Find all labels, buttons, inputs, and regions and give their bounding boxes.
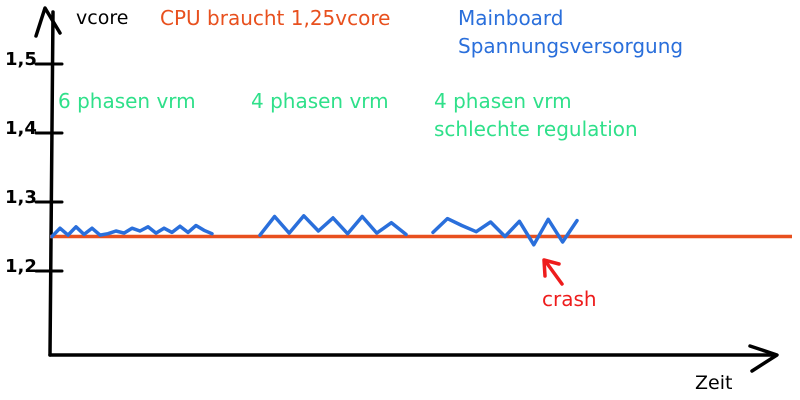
crash-arrow-shaft <box>544 260 564 286</box>
voltage-series-2 <box>258 214 408 237</box>
segment-label-6-phasen: 6 phasen vrm <box>58 89 196 113</box>
mainboard-label-line2: Spannungsversorgung <box>458 34 684 58</box>
voltage-series-1 <box>50 223 214 239</box>
crash-arrow-head <box>542 258 561 278</box>
y-tick-label: 1,4 <box>5 118 37 139</box>
segment-label-4-phasen-bad: 4 phasen vrm <box>434 89 572 113</box>
mainboard-label-line1: Mainboard <box>458 6 564 30</box>
crash-label: crash <box>542 287 597 311</box>
segment-label-4-phasen: 4 phasen vrm <box>251 89 389 113</box>
reference-label: CPU braucht 1,25vcore <box>160 6 391 30</box>
segment-label-schlechte-regulation: schlechte regulation <box>434 117 638 141</box>
y-axis-line <box>48 10 55 357</box>
y-tick-label: 1,5 <box>5 49 37 70</box>
x-axis-label: Zeit <box>695 372 733 394</box>
x-axis-arrowhead <box>748 344 779 373</box>
y-axis-arrowhead <box>34 6 62 38</box>
y-axis-label: vcore <box>76 7 129 29</box>
y-tick-label: 1,3 <box>5 187 37 208</box>
voltage-series-3 <box>431 216 579 247</box>
y-tick-label: 1,2 <box>5 256 37 277</box>
